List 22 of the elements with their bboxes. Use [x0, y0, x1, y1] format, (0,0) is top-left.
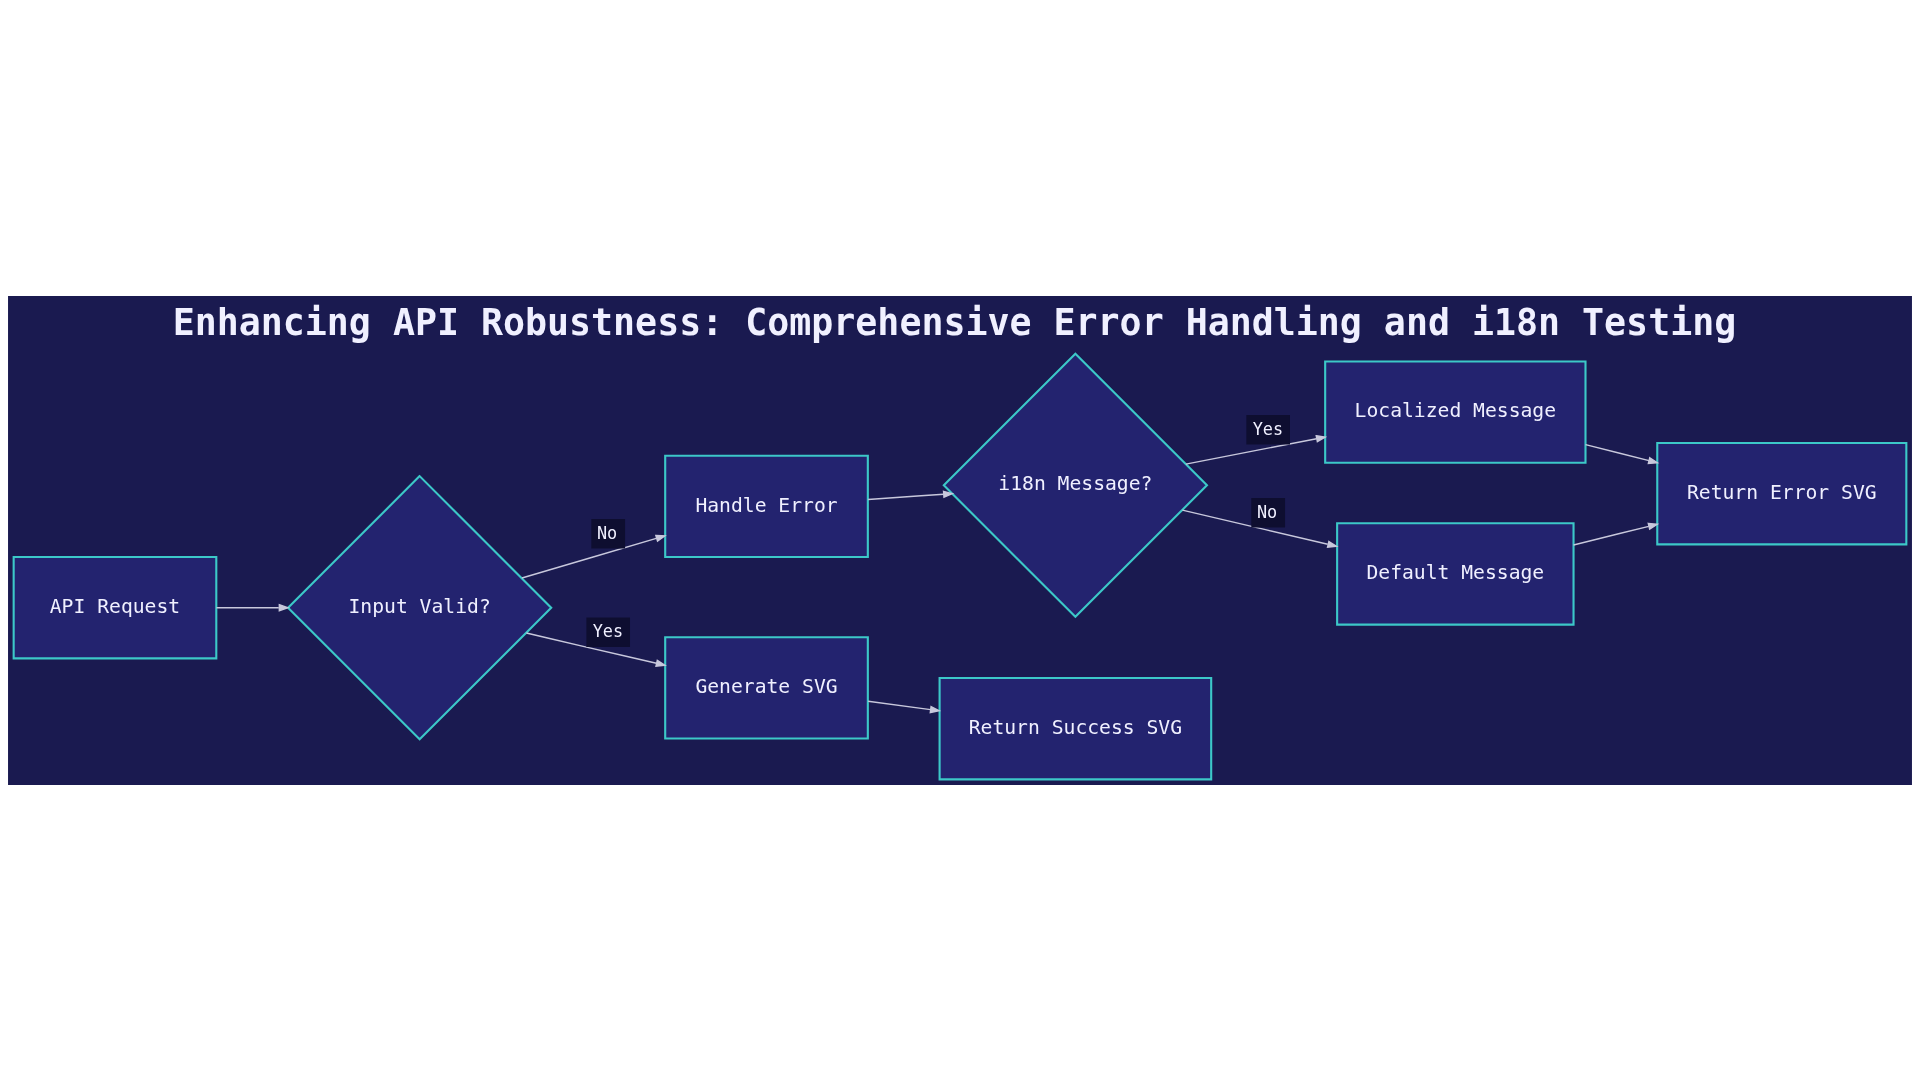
node-box: Default Message: [1336, 521, 1575, 626]
arrow: [1572, 522, 1660, 546]
arrow: [1181, 508, 1339, 548]
arrow: [215, 603, 290, 612]
arrow: [867, 700, 942, 713]
arrow: [1185, 434, 1328, 465]
arrow: [525, 631, 667, 667]
node-box: Return Error SVG: [1656, 441, 1908, 545]
node-box: Generate SVG: [664, 635, 869, 740]
edge-label: Yes: [1252, 418, 1284, 439]
node-box: Return Success SVG: [938, 676, 1213, 780]
node-box: Handle Error: [664, 454, 869, 558]
edge-label: Yes: [592, 620, 624, 641]
arrow: [1584, 443, 1660, 464]
node-box: Localized Message: [1324, 359, 1587, 464]
arrow: [867, 489, 955, 500]
node-box: API Request: [12, 555, 218, 659]
edge-label: No: [1256, 501, 1278, 522]
node-diamond: Input Valid?: [286, 474, 553, 741]
arrow: [521, 534, 667, 579]
edge-label: No: [596, 522, 618, 543]
diagram-title: Enhancing API Robustness: Comprehensive Error Handling and i18n Testing: [172, 300, 1737, 344]
